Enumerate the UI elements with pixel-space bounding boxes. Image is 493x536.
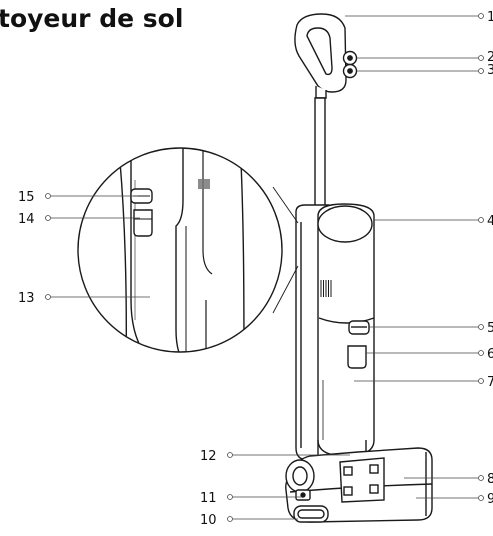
callout-11: 11 (200, 491, 217, 506)
zoom-connector-lines (272, 186, 299, 314)
callout-1: 1 (487, 10, 493, 25)
vacuum-body (285, 13, 433, 523)
callout-13: 13 (18, 291, 35, 306)
callout-14: 14 (18, 212, 35, 227)
callout-leaders (45, 13, 484, 522)
callout-15: 15 (18, 190, 35, 205)
zoom-detail (77, 147, 283, 353)
page-title: toyeur de sol (0, 4, 184, 33)
callout-9: 9 (487, 492, 493, 507)
callout-7: 7 (487, 375, 493, 390)
callout-numbers: 1 2 3 4 5 6 7 8 9 15 14 13 12 11 10 (18, 10, 493, 528)
callout-5: 5 (487, 321, 493, 336)
callout-4: 4 (487, 214, 493, 229)
callout-12: 12 (200, 449, 217, 464)
callout-2: 2 (487, 50, 493, 65)
callout-10: 10 (200, 513, 217, 528)
callout-8: 8 (487, 472, 493, 487)
callout-3: 3 (487, 63, 493, 78)
callout-6: 6 (487, 347, 493, 362)
